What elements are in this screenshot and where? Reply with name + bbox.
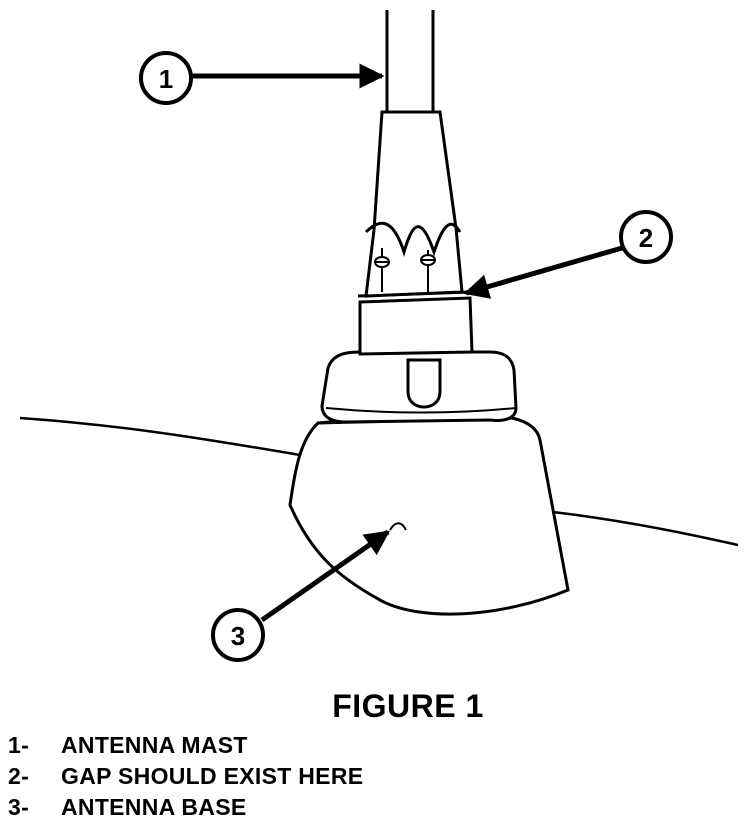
leader-arrow-3-tail — [389, 522, 407, 531]
leader-arrow-3 — [260, 529, 391, 623]
antenna-mast-shape — [385, 10, 435, 112]
legend-label: ANTENNA BASE — [61, 794, 247, 820]
crown-pattern — [364, 221, 462, 258]
callout-2-number: 2 — [639, 223, 653, 253]
legend: 1- ANTENNA MAST 2- GAP SHOULD EXIST HERE… — [8, 730, 363, 823]
callout-3: 3 — [211, 608, 265, 662]
legend-number: 2- — [8, 763, 30, 789]
surface-line-right — [552, 510, 739, 547]
legend-number: 3- — [8, 794, 30, 820]
surface-line-left — [19, 416, 301, 457]
callout-1: 1 — [139, 51, 193, 105]
callout-3-number: 3 — [231, 621, 245, 651]
ferrule — [364, 110, 464, 298]
callout-2: 2 — [619, 210, 673, 264]
legend-number: 1- — [8, 732, 30, 758]
legend-item-antenna-base: 3- ANTENNA BASE — [8, 792, 363, 823]
legend-item-gap: 2- GAP SHOULD EXIST HERE — [8, 761, 363, 792]
figure-caption: FIGURE 1 — [332, 688, 484, 724]
nut-notch — [406, 358, 442, 409]
collar — [358, 296, 474, 356]
antenna-diagram: 1 2 3 — [19, 10, 739, 662]
legend-label: ANTENNA MAST — [61, 732, 248, 758]
nut-lower-band — [325, 407, 517, 414]
leader-arrow-2 — [463, 245, 623, 299]
legend-item-antenna-mast: 1- ANTENNA MAST — [8, 730, 363, 761]
legend-label: GAP SHOULD EXIST HERE — [61, 763, 364, 789]
callout-1-number: 1 — [159, 64, 173, 94]
antenna-base-shape — [288, 416, 570, 616]
